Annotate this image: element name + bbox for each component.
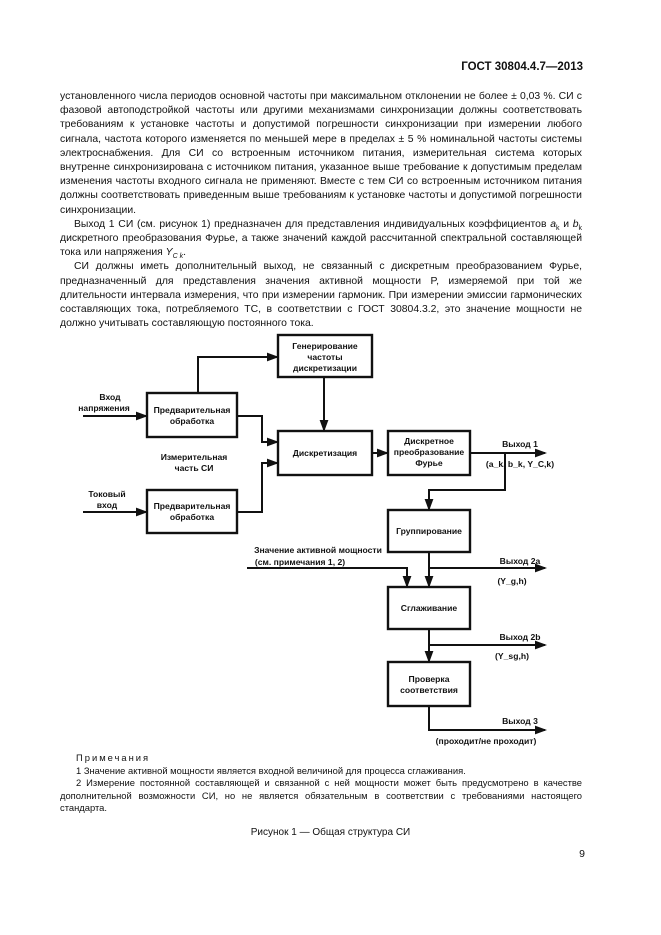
svg-text:Группирование: Группирование [396, 526, 462, 536]
svg-text:Выход 2b: Выход 2b [499, 632, 540, 642]
svg-text:Вход: Вход [99, 392, 121, 402]
svg-text:Предварительная: Предварительная [154, 501, 231, 511]
paragraph-1: установленного числа периодов основной ч… [60, 91, 582, 216]
svg-text:преобразование: преобразование [394, 447, 465, 457]
svg-text:Измерительная: Измерительная [161, 452, 228, 462]
svg-text:вход: вход [97, 500, 118, 510]
svg-text:(a_k, b_k, Y_C,k): (a_k, b_k, Y_C,k) [486, 459, 554, 469]
svg-text:(Y_sg,h): (Y_sg,h) [495, 651, 529, 661]
svg-text:Выход 3: Выход 3 [502, 716, 538, 726]
svg-text:Дискретизация: Дискретизация [293, 448, 357, 458]
note-1: 1 Значение активной мощности является вх… [76, 764, 466, 776]
svg-text:Токовый: Токовый [88, 489, 125, 499]
svg-text:Предварительная: Предварительная [154, 405, 231, 415]
svg-text:Фурье: Фурье [415, 458, 443, 468]
svg-text:обработка: обработка [170, 512, 214, 522]
note-2: 2 Измерение постоянной составляющей и св… [60, 777, 582, 813]
svg-text:обработка: обработка [170, 416, 214, 426]
svg-text:(Y_g,h): (Y_g,h) [497, 576, 526, 586]
svg-text:(проходит/не проходит): (проходит/не проходит) [436, 736, 537, 746]
svg-text:напряжения: напряжения [78, 403, 130, 413]
svg-text:часть СИ: часть СИ [175, 463, 214, 473]
svg-text:соответствия: соответствия [400, 685, 458, 695]
figure-notes: Примечания 1 Значение активной мощности … [60, 752, 582, 815]
block-preprocessing-voltage [145, 391, 239, 439]
svg-text:Дискретное: Дискретное [404, 436, 454, 446]
svg-text:(см. примечания 1, 2): (см. примечания 1, 2) [255, 557, 345, 567]
paragraph-3: СИ должны иметь дополнительный выход, не… [60, 261, 582, 330]
document-header: ГОСТ 30804.4.7—2013 [461, 61, 583, 73]
paragraph-2: Выход 1 СИ (см. рисунок 1) предназначен … [60, 218, 583, 261]
page-number: 9 [579, 848, 585, 860]
svg-text:Проверка: Проверка [409, 674, 450, 684]
block-check [386, 660, 472, 708]
svg-text:Сглаживание: Сглаживание [401, 603, 458, 613]
svg-text:Выход 1: Выход 1 [502, 439, 538, 449]
notes-title: Примечания [76, 752, 151, 763]
svg-text:Выход 2a: Выход 2a [500, 556, 541, 566]
svg-text:дискретизации: дискретизации [293, 363, 357, 373]
svg-text:частоты: частоты [307, 352, 342, 362]
body-text: установленного числа периодов основной ч… [60, 90, 582, 331]
gen-label: Генерирование [292, 341, 358, 351]
svg-text:Значение активной мощности: Значение активной мощности [254, 545, 382, 555]
figure-caption: Рисунок 1 — Общая структура СИ [250, 827, 411, 838]
